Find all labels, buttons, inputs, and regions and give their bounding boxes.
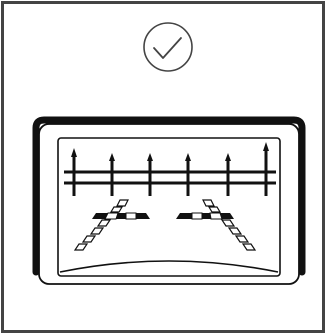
- panel-border: [3, 3, 324, 332]
